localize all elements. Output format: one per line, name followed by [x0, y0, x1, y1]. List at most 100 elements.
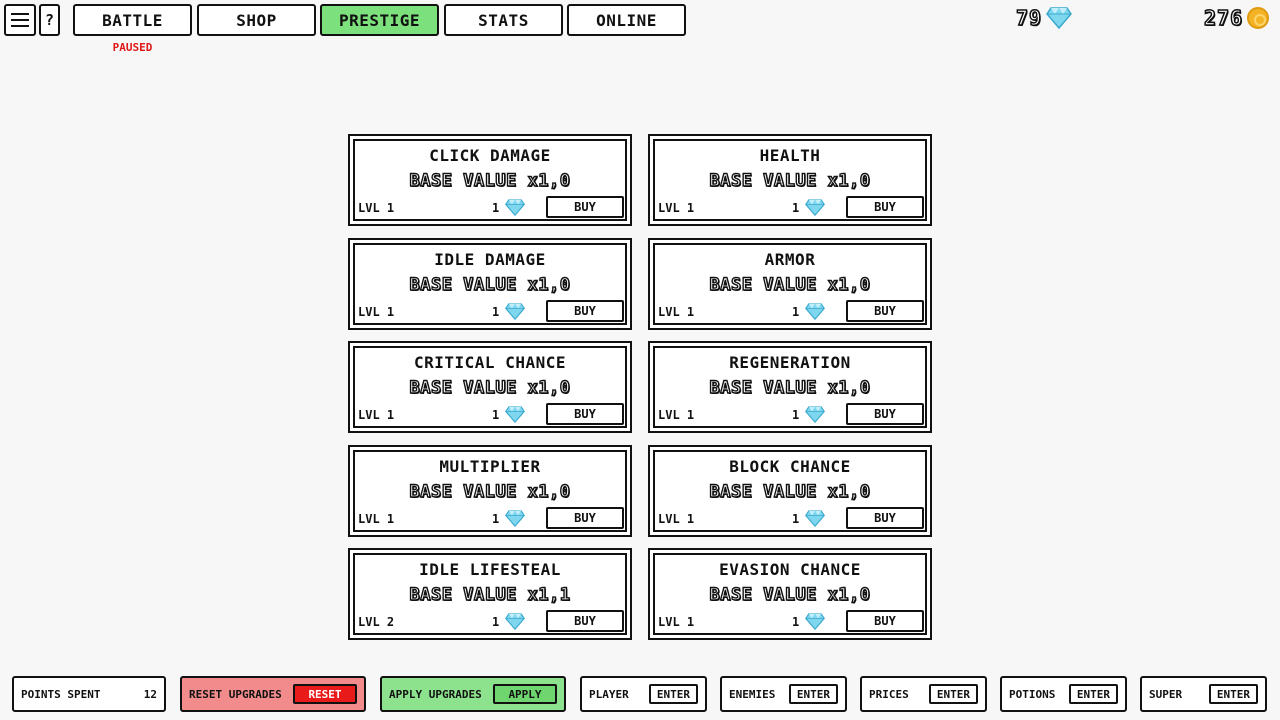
buy-button[interactable]: BUY	[546, 196, 624, 218]
upgrade-base-value: BASE VALUE x1,0	[409, 274, 571, 295]
player-enter-button[interactable]: ENTER	[648, 684, 698, 704]
upgrade-base-value: BASE VALUE x1,0	[709, 481, 871, 502]
tab-prestige[interactable]: PRESTIGE	[320, 4, 439, 36]
upgrade-base-value: BASE VALUE x1,0	[409, 377, 571, 398]
upgrade-card: BLOCK CHANCE BASE VALUE x1,0 LVL 1 1 BUY	[648, 445, 932, 537]
upgrade-cost: 1	[792, 510, 826, 527]
diamond-icon	[1046, 7, 1073, 29]
player-panel: PLAYER ENTER	[580, 676, 707, 712]
enemies-panel: ENEMIES ENTER	[720, 676, 847, 712]
apply-upgrades-label: APPLY UPGRADES	[389, 687, 482, 701]
enemies-enter-button[interactable]: ENTER	[788, 684, 838, 704]
upgrade-base-value: BASE VALUE x1,0	[409, 170, 571, 191]
upgrade-cost: 1	[492, 406, 526, 423]
reset-upgrades-panel: RESET UPGRADES RESET	[180, 676, 366, 712]
apply-button[interactable]: APPLY	[493, 684, 557, 704]
upgrade-base-value: BASE VALUE x1,0	[409, 481, 571, 502]
buy-button[interactable]: BUY	[846, 507, 924, 529]
buy-button[interactable]: BUY	[846, 610, 924, 632]
tab-battle[interactable]: BATTLE	[73, 4, 192, 36]
menu-button[interactable]	[4, 4, 36, 36]
upgrade-cost: 1	[792, 406, 826, 423]
upgrade-card: ARMOR BASE VALUE x1,0 LVL 1 1 BUY	[648, 238, 932, 330]
upgrade-level: LVL 1	[358, 201, 395, 215]
buy-button[interactable]: BUY	[546, 507, 624, 529]
upgrade-card: CRITICAL CHANCE BASE VALUE x1,0 LVL 1 1 …	[348, 341, 632, 433]
upgrade-cost-value: 1	[492, 614, 500, 629]
reset-upgrades-label: RESET UPGRADES	[189, 687, 282, 701]
upgrade-base-value: BASE VALUE x1,0	[709, 377, 871, 398]
upgrade-level: LVL 1	[658, 512, 695, 526]
help-label: ?	[44, 11, 55, 29]
gem-count: 79	[1015, 5, 1043, 31]
reset-button[interactable]: RESET	[293, 684, 357, 704]
diamond-icon	[505, 303, 526, 320]
super-enter-button[interactable]: ENTER	[1208, 684, 1258, 704]
diamond-icon	[805, 199, 826, 216]
buy-button[interactable]: BUY	[546, 300, 624, 322]
diamond-icon	[505, 510, 526, 527]
upgrade-card: IDLE LIFESTEAL BASE VALUE x1,1 LVL 2 1 B…	[348, 548, 632, 640]
tab-stats[interactable]: STATS	[444, 4, 563, 36]
upgrade-level: LVL 1	[358, 408, 395, 422]
buy-button[interactable]: BUY	[546, 610, 624, 632]
upgrade-cost-value: 1	[492, 200, 500, 215]
points-spent-panel: POINTS SPENT 12	[12, 676, 166, 712]
upgrade-cost-value: 1	[792, 304, 800, 319]
tab-online[interactable]: ONLINE	[567, 4, 686, 36]
buy-button[interactable]: BUY	[846, 196, 924, 218]
upgrade-level: LVL 1	[358, 305, 395, 319]
potions-enter-button[interactable]: ENTER	[1068, 684, 1118, 704]
upgrade-cost-value: 1	[792, 614, 800, 629]
upgrade-cost-value: 1	[792, 200, 800, 215]
player-label: PLAYER	[589, 687, 629, 701]
upgrade-level: LVL 1	[658, 408, 695, 422]
upgrade-cost: 1	[492, 613, 526, 630]
upgrade-cost: 1	[492, 303, 526, 320]
upgrade-name: MULTIPLIER	[439, 457, 541, 476]
coin-icon	[1247, 7, 1270, 29]
upgrade-name: ARMOR	[764, 250, 816, 269]
prices-enter-button[interactable]: ENTER	[928, 684, 978, 704]
points-spent-label: POINTS SPENT	[21, 687, 101, 701]
prices-label: PRICES	[869, 687, 909, 701]
upgrade-cost: 1	[492, 510, 526, 527]
potions-label: POTIONS	[1009, 687, 1056, 701]
buy-button[interactable]: BUY	[546, 403, 624, 425]
upgrade-name: REGENERATION	[729, 353, 851, 372]
diamond-icon	[505, 613, 526, 630]
upgrade-name: HEALTH	[759, 146, 821, 165]
buy-button[interactable]: BUY	[846, 300, 924, 322]
enemies-label: ENEMIES	[729, 687, 776, 701]
upgrade-card: MULTIPLIER BASE VALUE x1,0 LVL 1 1 BUY	[348, 445, 632, 537]
upgrade-card: CLICK DAMAGE BASE VALUE x1,0 LVL 1 1 BUY	[348, 134, 632, 226]
buy-button[interactable]: BUY	[846, 403, 924, 425]
coin-count: 276	[1203, 5, 1244, 31]
help-button[interactable]: ?	[39, 4, 60, 36]
coin-counter: 276	[1203, 5, 1270, 31]
upgrade-name: EVASION CHANCE	[719, 560, 861, 579]
super-panel: SUPER ENTER	[1140, 676, 1267, 712]
diamond-icon	[505, 199, 526, 216]
upgrade-card: HEALTH BASE VALUE x1,0 LVL 1 1 BUY	[648, 134, 932, 226]
upgrade-cost-value: 1	[492, 407, 500, 422]
diamond-icon	[805, 613, 826, 630]
upgrade-card: IDLE DAMAGE BASE VALUE x1,0 LVL 1 1 BUY	[348, 238, 632, 330]
upgrade-cost: 1	[792, 199, 826, 216]
upgrade-cost: 1	[792, 613, 826, 630]
super-label: SUPER	[1149, 687, 1183, 701]
upgrade-base-value: BASE VALUE x1,1	[409, 584, 571, 605]
diamond-icon	[805, 510, 826, 527]
upgrade-base-value: BASE VALUE x1,0	[709, 170, 871, 191]
upgrade-cost-value: 1	[492, 511, 500, 526]
tab-shop[interactable]: SHOP	[197, 4, 316, 36]
upgrade-level: LVL 1	[658, 201, 695, 215]
upgrade-name: BLOCK CHANCE	[729, 457, 851, 476]
upgrade-name: IDLE DAMAGE	[434, 250, 546, 269]
upgrade-cost-value: 1	[492, 304, 500, 319]
upgrade-base-value: BASE VALUE x1,0	[709, 274, 871, 295]
upgrade-name: CLICK DAMAGE	[429, 146, 551, 165]
upgrade-name: IDLE LIFESTEAL	[419, 560, 561, 579]
upgrade-cost-value: 1	[792, 511, 800, 526]
gem-counter: 79	[1015, 5, 1073, 31]
